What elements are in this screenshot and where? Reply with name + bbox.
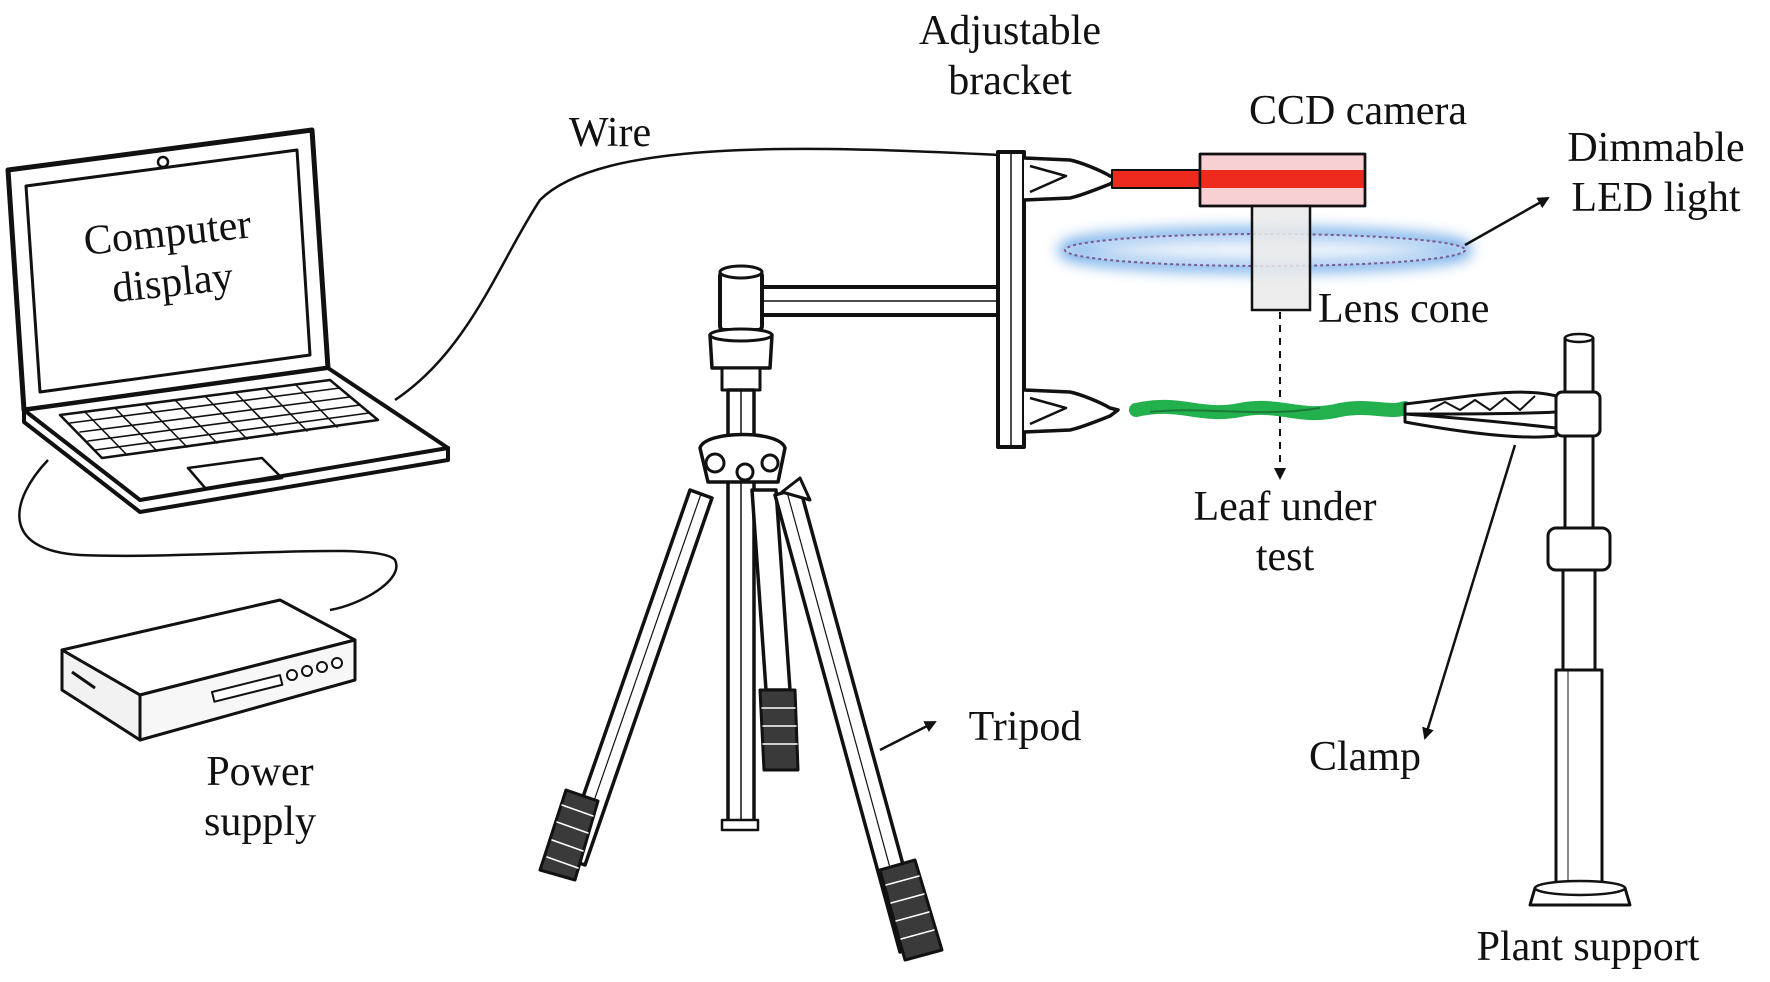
power-supply-label: Power supply (180, 747, 340, 847)
plant-support-label: Plant support (1476, 924, 1700, 970)
laptop-icon (5, 127, 450, 514)
arrow-icon (1422, 444, 1517, 740)
ccd-camera-label: CCD camera (1248, 88, 1468, 134)
leaf-icon (1129, 399, 1412, 421)
bracket-icon (996, 150, 1120, 449)
dimmable-led-line-2: LED light (1571, 175, 1741, 221)
plant-support-icon (1528, 332, 1632, 907)
dimmable-led-line-1: Dimmable (1567, 125, 1745, 171)
lens-cone-label: Lens cone (1318, 286, 1490, 332)
power-supply-line-2: supply (203, 799, 316, 845)
leaf-under-test-label: Leaf under test (1165, 482, 1405, 582)
leaf-under-test-line-2: test (1255, 534, 1315, 580)
power-cable (18, 459, 398, 612)
clamp-icon (1403, 390, 1558, 439)
adjustable-bracket-label: Adjustable bracket (890, 6, 1130, 106)
lens-cone-icon (1250, 204, 1312, 312)
dimmable-led-label: Dimmable LED light (1550, 123, 1762, 223)
clamp-label: Clamp (1309, 734, 1421, 780)
leaf-under-test-line-1: Leaf under (1193, 484, 1377, 530)
tripod-label: Tripod (968, 704, 1082, 750)
wire-label: Wire (568, 110, 652, 156)
camera-icon (1111, 152, 1367, 208)
tripod-icon (538, 264, 1000, 962)
power-supply-line-1: Power (206, 749, 314, 795)
arrow-icon (879, 720, 937, 752)
adjustable-bracket-line-1: Adjustable (919, 8, 1101, 54)
adjustable-bracket-line-2: bracket (948, 58, 1072, 104)
data-wire (394, 147, 1001, 402)
arrow-icon (1464, 196, 1550, 247)
power-supply-icon (60, 598, 357, 742)
